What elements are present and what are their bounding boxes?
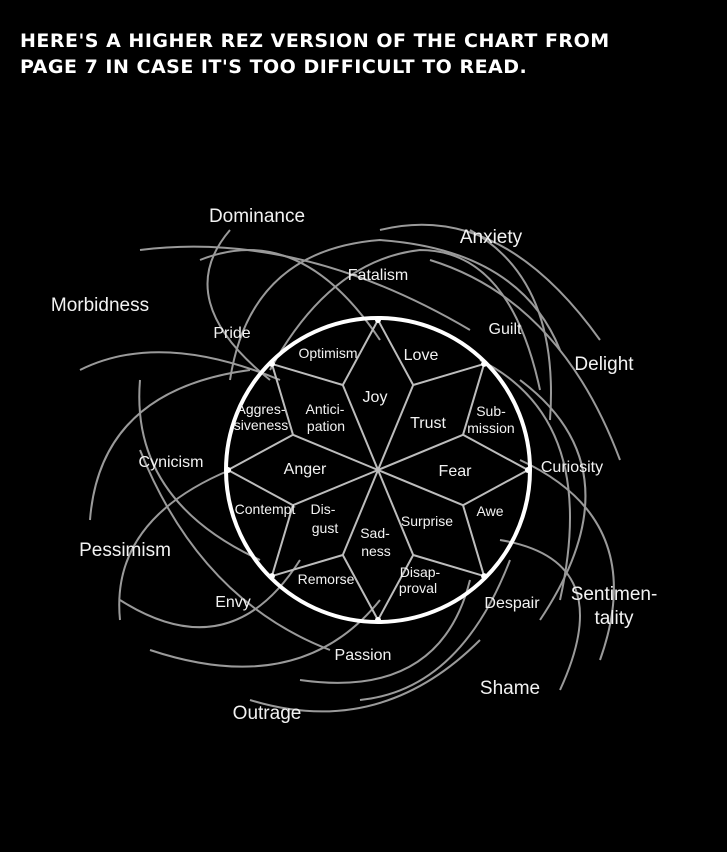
label-awe: Awe bbox=[477, 503, 504, 519]
wheel-spoke bbox=[377, 384, 415, 471]
label-fear: Fear bbox=[439, 463, 473, 480]
wheel-petal-edge bbox=[462, 433, 531, 507]
label-passion: Passion bbox=[335, 647, 392, 664]
label-sadness-2: ness bbox=[361, 543, 391, 559]
label-disapproval-1: Disap- bbox=[400, 564, 441, 580]
wheel-spoke bbox=[341, 384, 379, 471]
label-love: Love bbox=[404, 347, 439, 364]
label-disgust-1: Dis- bbox=[311, 501, 336, 517]
label-curiosity: Curiosity bbox=[541, 459, 603, 476]
label-anticipation-2: pation bbox=[307, 418, 345, 434]
label-pride: Pride bbox=[213, 325, 250, 342]
label-joy: Joy bbox=[363, 389, 388, 406]
label-surprise: Surprise bbox=[401, 513, 453, 529]
label-optimism: Optimism bbox=[298, 345, 357, 361]
caption-line-2: PAGE 7 IN CASE IT'S TOO DIFFICULT TO REA… bbox=[20, 56, 528, 78]
label-sentimentality-1: Sentimen- bbox=[571, 584, 658, 605]
label-submission-1: Sub- bbox=[476, 403, 506, 419]
primary-circle bbox=[224, 316, 532, 624]
label-sentimentality-2: tality bbox=[594, 608, 634, 629]
label-guilt: Guilt bbox=[489, 321, 522, 338]
label-pessimism: Pessimism bbox=[79, 540, 171, 561]
label-fatalism: Fatalism bbox=[348, 267, 408, 284]
label-anxiety: Anxiety bbox=[460, 227, 523, 248]
label-submission-2: mission bbox=[467, 420, 514, 436]
label-envy: Envy bbox=[215, 594, 251, 611]
label-trust: Trust bbox=[410, 415, 446, 432]
label-aggressiveness-1: Aggres- bbox=[236, 401, 285, 417]
label-anticipation-1: Antici- bbox=[306, 401, 345, 417]
label-anger: Anger bbox=[284, 461, 327, 478]
label-outrage: Outrage bbox=[233, 703, 302, 724]
label-delight: Delight bbox=[574, 354, 634, 375]
label-morbidness: Morbidness bbox=[51, 295, 149, 316]
label-shame: Shame bbox=[480, 678, 540, 699]
caption-line-1: HERE'S A HIGHER REZ VERSION OF THE CHART… bbox=[20, 30, 610, 52]
label-disgust-2: gust bbox=[312, 520, 339, 536]
label-contempt: Contempt bbox=[235, 501, 296, 517]
wheel-spoke bbox=[377, 469, 415, 556]
label-aggressiveness-2: siveness bbox=[234, 417, 288, 433]
wheel-spoke bbox=[292, 469, 379, 507]
label-dominance: Dominance bbox=[209, 206, 305, 227]
label-remorse: Remorse bbox=[298, 571, 355, 587]
label-disapproval-2: proval bbox=[399, 580, 437, 596]
wheel-spoke bbox=[377, 469, 464, 507]
wheel-spoke bbox=[341, 469, 379, 556]
label-despair: Despair bbox=[484, 595, 540, 612]
label-sadness-1: Sad- bbox=[360, 525, 390, 541]
wheel-spoke bbox=[377, 433, 464, 471]
connector-arcs bbox=[79, 223, 621, 713]
wheel-spoke bbox=[292, 433, 379, 471]
label-cynicism: Cynicism bbox=[139, 454, 204, 471]
